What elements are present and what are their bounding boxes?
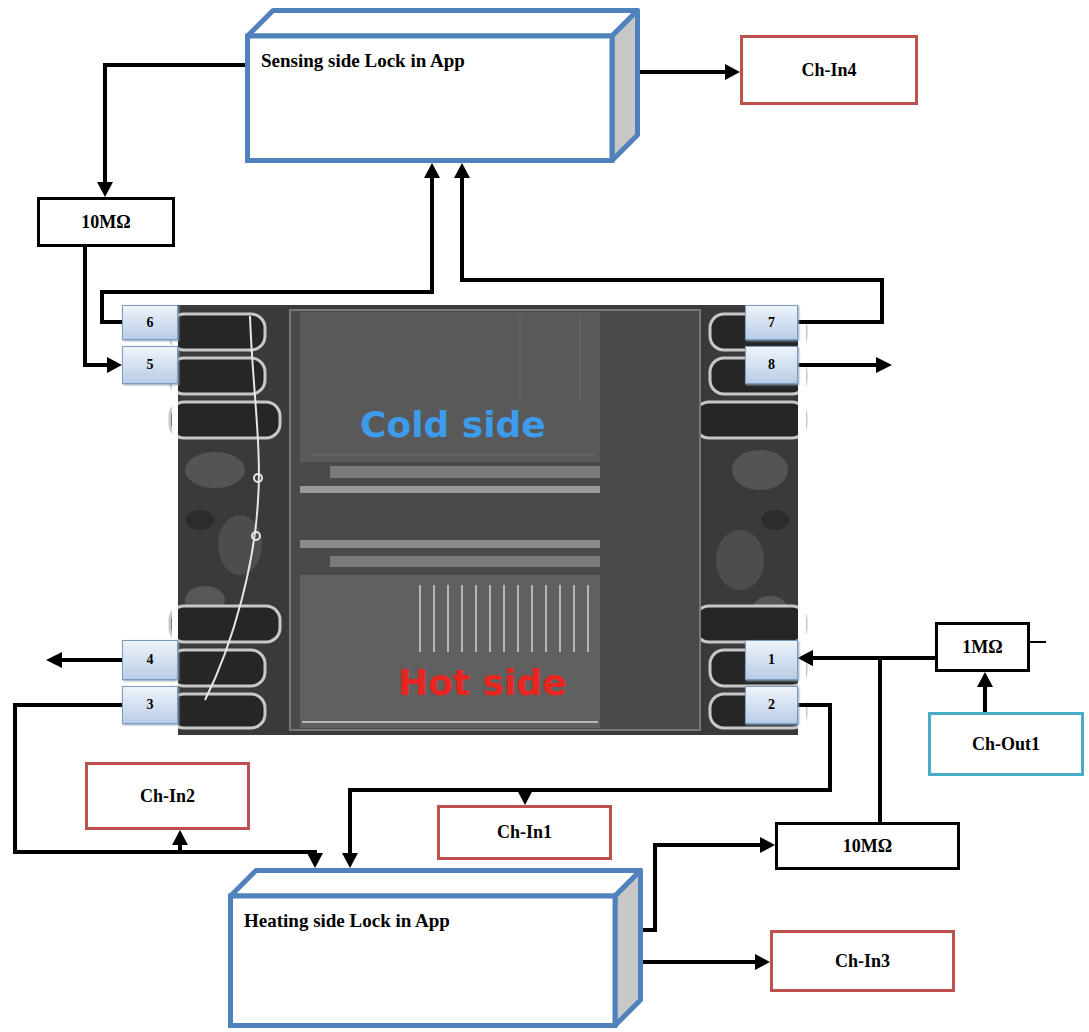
pin-number: 4 bbox=[147, 652, 154, 668]
text-area: Heating side Lock in App bbox=[244, 910, 450, 932]
pin-number: 3 bbox=[147, 697, 154, 713]
beam bbox=[330, 556, 600, 567]
resistor-box: 10MΩ bbox=[775, 822, 960, 870]
wire-path bbox=[643, 845, 762, 930]
box-front-face bbox=[231, 896, 616, 1026]
text-area: Sensing side Lock in App bbox=[261, 50, 465, 72]
input-channel: Ch-In3 bbox=[770, 930, 955, 992]
arrowhead bbox=[424, 163, 440, 178]
resistor-box: 1MΩ bbox=[935, 622, 1030, 672]
lockin-amplifier: Heating side Lock in App bbox=[228, 868, 643, 1028]
arrowhead bbox=[725, 64, 740, 80]
pin-number: 7 bbox=[768, 315, 775, 331]
arrowhead bbox=[107, 357, 122, 373]
region-label: Hot side bbox=[398, 662, 567, 703]
pin-pad: 4 bbox=[122, 640, 178, 680]
arrowhead bbox=[977, 672, 993, 687]
wire-path bbox=[811, 658, 880, 822]
pin-pad: 3 bbox=[122, 686, 178, 724]
pin-pad: 6 bbox=[122, 305, 178, 340]
signal-wire bbox=[643, 954, 770, 970]
signal-wire bbox=[977, 672, 993, 712]
pin-number: 6 bbox=[147, 315, 154, 331]
box-label: 1MΩ bbox=[962, 637, 1002, 658]
region-label: Cold side bbox=[360, 404, 546, 445]
box-label: Ch-In1 bbox=[497, 822, 552, 843]
box-label: Heating side Lock in App bbox=[244, 910, 450, 932]
arrowhead bbox=[342, 853, 358, 868]
arrowhead bbox=[755, 954, 770, 970]
box-label: Ch-Out1 bbox=[972, 734, 1040, 755]
box-side-face bbox=[612, 11, 638, 161]
input-channel: Ch-In2 bbox=[85, 762, 250, 830]
wire-path bbox=[640, 70, 727, 74]
signal-wire bbox=[798, 650, 880, 822]
arrowhead bbox=[97, 182, 113, 197]
wire-path bbox=[983, 685, 987, 712]
lockin-amplifier: Sensing side Lock in App bbox=[245, 8, 640, 163]
resistor-box: 10MΩ bbox=[37, 197, 175, 247]
arrowhead bbox=[454, 163, 470, 178]
pin-pad: 2 bbox=[745, 686, 798, 724]
box-side-face bbox=[615, 871, 641, 1026]
open-lead bbox=[46, 357, 1046, 668]
signal-wire bbox=[640, 64, 740, 80]
wire-path bbox=[15, 705, 315, 855]
arrowhead bbox=[307, 853, 323, 868]
box-outline bbox=[245, 8, 640, 163]
pin-number: 2 bbox=[768, 697, 775, 713]
beam bbox=[300, 540, 600, 548]
pin-pad: 7 bbox=[745, 305, 798, 340]
cold-pad-lines bbox=[310, 315, 595, 455]
pin-number: 5 bbox=[147, 357, 154, 373]
box-label: 10MΩ bbox=[81, 212, 130, 233]
pin-pad: 5 bbox=[122, 346, 178, 384]
box-front-face bbox=[248, 36, 613, 161]
pin-number: 8 bbox=[768, 357, 775, 373]
wire-path bbox=[462, 176, 882, 322]
beam bbox=[330, 466, 600, 478]
box-label: Ch-In2 bbox=[140, 786, 195, 807]
beam bbox=[300, 486, 600, 493]
signal-wire bbox=[85, 247, 122, 373]
signal-wire bbox=[643, 837, 775, 930]
arrowhead bbox=[517, 790, 533, 805]
box-label: 10MΩ bbox=[843, 836, 892, 857]
sem-image bbox=[178, 305, 798, 735]
arrowhead bbox=[798, 650, 813, 666]
arrowhead bbox=[172, 830, 188, 845]
pin-pad: 8 bbox=[745, 346, 798, 384]
heater-fingers bbox=[302, 585, 598, 722]
box-label: Ch-In4 bbox=[801, 60, 856, 81]
nanowire bbox=[205, 316, 259, 700]
wire-path bbox=[105, 65, 245, 184]
hot-pad bbox=[300, 575, 600, 728]
wire-path bbox=[643, 960, 757, 964]
pin-number: 1 bbox=[768, 652, 775, 668]
input-channel: Ch-In4 bbox=[740, 35, 918, 105]
membrane bbox=[290, 310, 700, 730]
box-label: Sensing side Lock in App bbox=[261, 50, 465, 72]
signal-wire bbox=[97, 65, 245, 197]
arrowhead bbox=[798, 650, 813, 666]
output-channel: Ch-Out1 bbox=[928, 712, 1084, 776]
input-channel: Ch-In1 bbox=[437, 805, 612, 860]
box-top-face bbox=[248, 11, 638, 37]
arrowhead bbox=[760, 837, 775, 853]
cold-pad bbox=[300, 312, 600, 462]
pin-pad: 1 bbox=[745, 640, 798, 680]
signal-wire bbox=[15, 705, 323, 868]
box-outline bbox=[228, 868, 643, 1028]
box-top-face bbox=[231, 871, 641, 897]
wire-path bbox=[85, 247, 109, 365]
signal-wire bbox=[454, 163, 882, 322]
box-label: Ch-In3 bbox=[835, 951, 890, 972]
